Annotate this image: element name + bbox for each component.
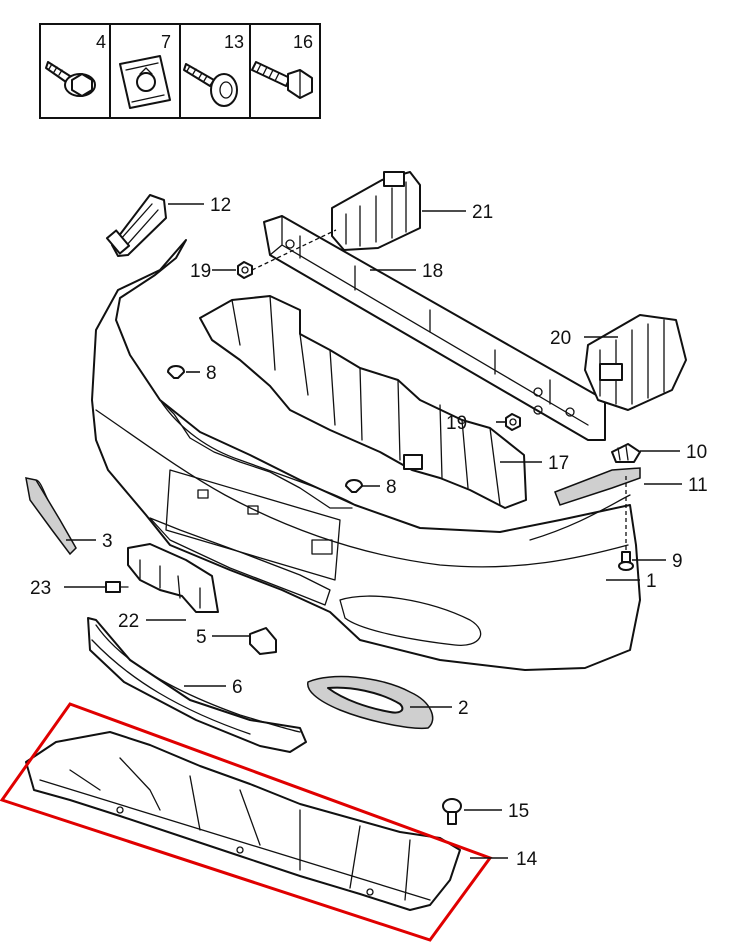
legend-label-13: 13 [224,32,244,52]
callout-6: 6 [232,677,243,698]
callout-19-left: 19 [190,261,211,282]
callout-8-upper: 8 [206,363,217,384]
fastener-legend: 4 7 13 16 [39,23,321,119]
callout-14: 14 [516,849,538,870]
part-23-clip [105,581,129,593]
callout-22: 22 [118,611,139,632]
part-14-highlight-frame [0,702,493,942]
callout-21: 21 [472,202,493,223]
legend-label-7: 7 [161,32,171,52]
callout-18: 18 [422,261,443,282]
part-11-strip [554,467,641,506]
callout-8-lower: 8 [386,477,397,498]
u-nut-clip-icon [119,55,171,109]
callout-23: 23 [30,578,51,599]
part-19-nut-left [237,261,253,279]
part-6-spoiler [87,617,307,753]
callout-2: 2 [458,698,469,719]
self-tapping-screw-icon [183,63,238,107]
callout-labels: 12 21 19 18 20 8 19 10 17 8 11 3 9 1 23 … [30,195,708,870]
hex-bolt-icon [251,61,313,99]
hex-flange-bolt-icon [45,61,96,97]
part-8-clip-lower [345,479,363,493]
callout-20: 20 [550,328,571,349]
part-9-screw [618,551,634,571]
legend-label-4: 4 [96,32,106,52]
part-21-mount [331,171,421,251]
part-2-grille [307,675,434,730]
part-5-cover [249,627,277,655]
callout-10: 10 [686,442,707,463]
callout-5: 5 [196,627,207,648]
part-22-bracket [127,543,219,613]
callout-3: 3 [102,531,113,552]
part-14-splash-shield [25,731,461,911]
part-1-bumper-cover [91,239,641,671]
callout-17: 17 [548,453,569,474]
part-20-mount [584,314,687,411]
callout-19-right: 19 [446,413,467,434]
callout-9: 9 [672,551,683,572]
part-18-beam [263,215,606,441]
part-3-trim [25,477,77,556]
part-19-nut-right [505,413,521,431]
callout-15: 15 [508,801,529,822]
legend-label-16: 16 [293,32,313,52]
leader-lines [64,203,682,859]
part-10-clip [611,443,641,463]
part-12-bracket [105,194,167,257]
callout-1: 1 [646,571,657,592]
part-15-screw [442,798,462,825]
callout-11: 11 [688,475,708,496]
part-8-clip-upper [167,365,185,379]
part-17-absorber [199,295,527,509]
callout-12: 12 [210,195,231,216]
